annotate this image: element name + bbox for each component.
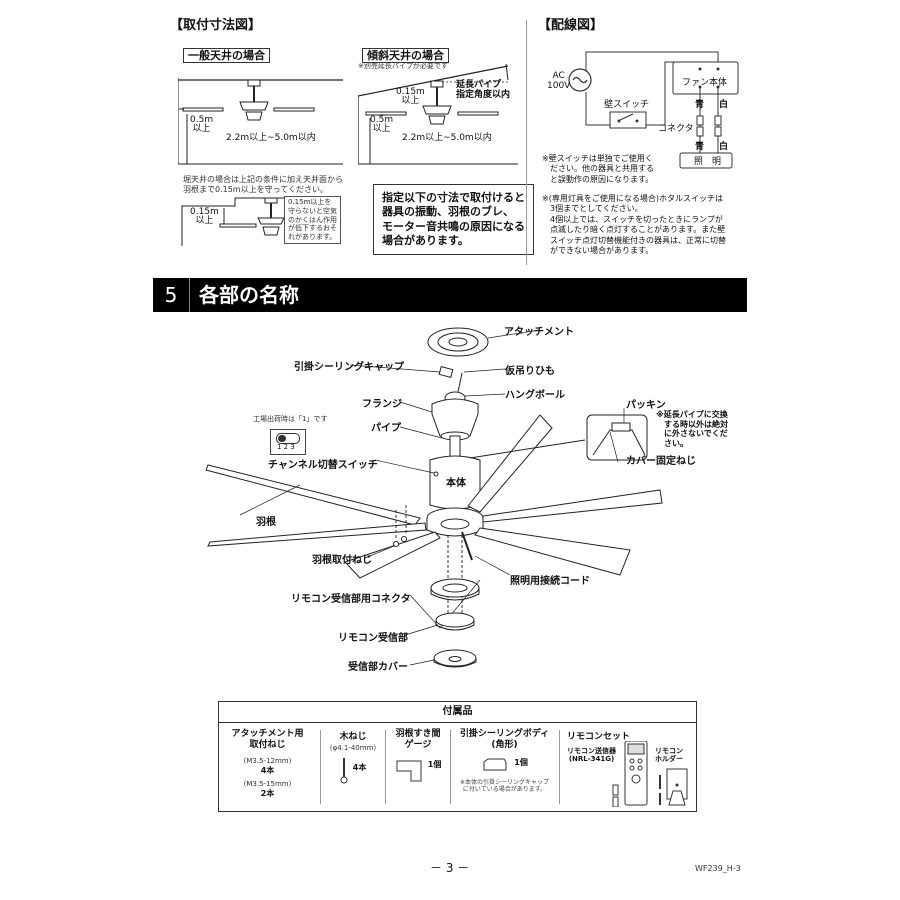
label-attachment: アタッチメント bbox=[504, 327, 574, 338]
label-receiver-cover: 受信部カバー bbox=[348, 662, 408, 673]
recessed-warning: 0.15m以上を 守らないと空気 のかくはん作用 が低下するおそ れがあります。 bbox=[284, 196, 341, 244]
gauge-icon bbox=[396, 760, 422, 782]
accessory-qty: 1個 bbox=[427, 759, 442, 769]
ceiling-body-icon bbox=[483, 758, 507, 771]
accessory-name: 引掛シーリングボディ (角形) bbox=[459, 729, 550, 750]
wiring-diagram bbox=[568, 51, 739, 169]
sloped-height-range: 2.2m以上~5.0m以内 bbox=[402, 133, 492, 143]
remote-holder-label: リモコン ホルダー bbox=[655, 747, 683, 764]
accessory-name: アタッチメント用 取付ねじ bbox=[231, 729, 304, 750]
accessory-remote-set: リモコンセット リモコン送信器 (NRL-341G) リモコン ホルダー bbox=[567, 723, 695, 809]
accessory-spec: (M3.5-15mm) bbox=[243, 779, 292, 788]
accessory-qty: 4本 bbox=[352, 763, 367, 772]
hotaru-switch-note: ※(専用灯具をご使用になる場合)ホタルスイッチは 3個までとしてください。 4個… bbox=[542, 194, 726, 255]
remote-transmitter-label: リモコン送信器 (NRL-341G) bbox=[567, 747, 616, 764]
sloped-top-clearance: 0.15m 以上 bbox=[396, 87, 425, 107]
label-packing: パッキン bbox=[626, 400, 666, 411]
column-separator bbox=[450, 730, 451, 804]
factory-setting-note: 工場出荷時は「1」です bbox=[253, 415, 328, 423]
blue-wire-top: 青 bbox=[695, 100, 705, 110]
section-title: 各部の名称 bbox=[199, 283, 299, 307]
accessory-spec: (φ4.1-40mm) bbox=[329, 744, 377, 752]
recessed-ceiling-diagram bbox=[181, 197, 335, 246]
mounting-title: 【取付寸法図】 bbox=[170, 18, 262, 33]
ceiling-fan-exploded-diagram bbox=[205, 327, 663, 668]
wall-switch-note: ※壁スイッチは単独でご使用く ださい。他の器具と共用する と誤動作の原因になりま… bbox=[542, 154, 654, 184]
accessory-name: 羽根すき間 ゲージ bbox=[395, 729, 441, 750]
accessory-spec: (M3.5-12mm) bbox=[243, 756, 292, 765]
label-remote-connector: リモコン受信部用コネクタ bbox=[291, 594, 411, 605]
channel-switch-inset: 1 2 3 bbox=[270, 429, 306, 455]
wall-switch-label: 壁スイッチ bbox=[604, 100, 650, 110]
accessory-name: リモコンセット bbox=[567, 732, 631, 742]
label-body: 本体 bbox=[446, 478, 466, 489]
accessory-note: ※本体の引掛シーリングキャップ に付いている場合があります。 bbox=[459, 778, 550, 793]
fan-body-label: ファン本体 bbox=[682, 78, 728, 88]
accessory-qty: 4本 bbox=[260, 765, 275, 775]
column-separator bbox=[320, 730, 321, 804]
column-separator bbox=[559, 730, 560, 804]
accessory-name: 木ねじ bbox=[339, 732, 367, 742]
ext-pipe-note: ※延長パイプに交換 する時以外は絶対 に外さないでくだ さい。 bbox=[656, 410, 728, 448]
remote-holder-icon bbox=[659, 768, 688, 806]
recessed-note-line1: 堀天井の場合は上記の条件に加え天井面から bbox=[183, 175, 343, 184]
wood-screw-icon bbox=[340, 758, 348, 784]
label-hang-ball: ハングボール bbox=[505, 390, 565, 401]
sloped-angle-label: 延長パイプ 指定角度以内 bbox=[456, 80, 511, 101]
label-flange: フランジ bbox=[362, 399, 402, 410]
sloped-side-clearance: 0.5m 以上 bbox=[370, 115, 394, 135]
switch-positions: 1 2 3 bbox=[277, 443, 295, 451]
blue-wire-bottom: 青 bbox=[695, 142, 705, 152]
flat-side-clearance: 0.5m 以上 bbox=[190, 115, 214, 135]
label-remote-receiver: リモコン受信部 bbox=[338, 633, 408, 644]
white-wire-bottom: 白 bbox=[719, 142, 729, 152]
accessory-qty: 2本 bbox=[260, 788, 275, 798]
recessed-note-line2: 羽根まで0.15m以上を守ってください。 bbox=[183, 185, 328, 194]
label-blade-screw: 羽根取付ねじ bbox=[312, 555, 372, 566]
page-number: － 3 － bbox=[430, 861, 470, 875]
flat-height-range: 2.2m以上~5.0m以内 bbox=[226, 133, 316, 143]
accessory-ceiling-body: 引掛シーリングボディ (角形) 1個 ※本体の引掛シーリングキャップ に付いてい… bbox=[452, 723, 557, 809]
label-blade: 羽根 bbox=[256, 517, 276, 528]
accessories-title: 付属品 bbox=[219, 702, 696, 723]
caution-box: 指定以下の寸法で取付けると 器具の振動、羽根のブレ、 モーター音共鳴の原因になる… bbox=[373, 184, 534, 256]
sloped-ceiling-note: ※別売延長パイプが必要です bbox=[358, 62, 448, 70]
label-channel-switch: チャンネル切替スイッチ bbox=[268, 460, 378, 471]
label-ceiling-cap: 引掛シーリングキャップ bbox=[294, 362, 404, 373]
sloped-ceiling-diagram bbox=[358, 63, 518, 165]
accessories-table: 付属品 アタッチメント用 取付ねじ (M3.5-12mm) 4本 (M3.5-1… bbox=[218, 701, 697, 812]
sloped-ceiling-label: 傾斜天井の場合 bbox=[362, 48, 449, 64]
lighting-label: 照 明 bbox=[694, 157, 722, 167]
slide-switch-icon bbox=[276, 433, 300, 444]
flat-ceiling-label: 一般天井の場合 bbox=[183, 48, 270, 64]
recessed-clearance: 0.15m 以上 bbox=[190, 207, 219, 227]
column-separator bbox=[385, 730, 386, 804]
accessory-qty: 1個 bbox=[514, 757, 528, 767]
remote-control-icon bbox=[612, 741, 648, 807]
wiring-title: 【配線図】 bbox=[538, 18, 604, 33]
label-temp-cord: 仮吊りひも bbox=[505, 366, 555, 377]
connector-label: コネクタ bbox=[658, 124, 694, 134]
section-banner: 5 各部の名称 bbox=[153, 278, 747, 312]
flat-ceiling-diagram bbox=[178, 78, 343, 165]
accessory-wood-screws: 木ねじ (φ4.1-40mm) 4本 bbox=[322, 723, 384, 809]
label-light-cord: 照明用接続コード bbox=[510, 576, 590, 587]
label-cover-screw: カバー固定ねじ bbox=[626, 456, 696, 467]
accessory-attachment-screws: アタッチメント用 取付ねじ (M3.5-12mm) 4本 (M3.5-15mm)… bbox=[219, 723, 316, 809]
accessory-blade-gauge: 羽根すき間 ゲージ 1個 bbox=[387, 723, 449, 809]
white-wire-top: 白 bbox=[719, 100, 729, 110]
section-number: 5 bbox=[153, 278, 190, 312]
document-code: WF239_H-3 bbox=[695, 864, 741, 873]
ac-label: AC 100V bbox=[547, 71, 571, 91]
column-divider bbox=[526, 20, 527, 265]
label-pipe: パイプ bbox=[371, 423, 401, 434]
